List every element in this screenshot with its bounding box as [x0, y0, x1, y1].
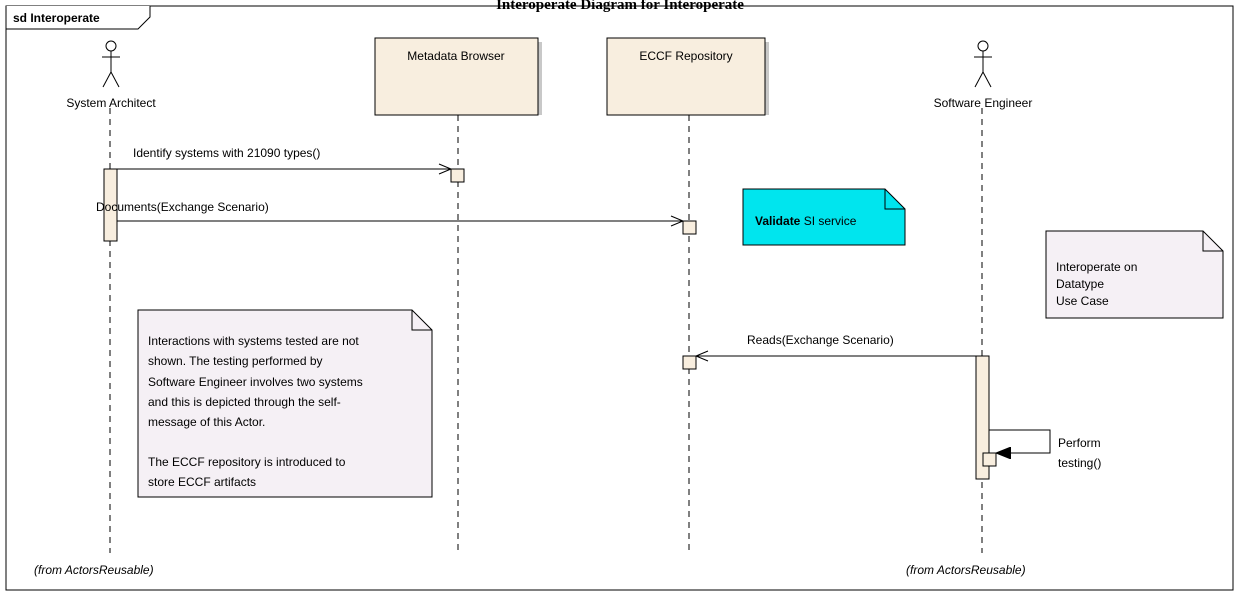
- note-line: and this is depicted through the self-: [148, 395, 341, 409]
- message-label-line1: Perform: [1058, 436, 1101, 450]
- note-line: Datatype: [1056, 277, 1104, 291]
- activation-self-message: [982, 452, 997, 467]
- activation-eccf-repository-1: [682, 220, 697, 235]
- activation-software-engineer: [975, 355, 990, 480]
- note-line: Use Case: [1056, 294, 1109, 308]
- message-identify-systems[interactable]: Identify systems with 21090 types(): [110, 146, 451, 169]
- message-label: Reads(Exchange Scenario): [747, 333, 894, 347]
- note-line: shown. The testing performed by: [148, 354, 323, 368]
- message-reads[interactable]: Reads(Exchange Scenario): [696, 333, 976, 356]
- message-perform-testing[interactable]: Perform testing(): [989, 429, 1101, 470]
- actor-system-architect[interactable]: System Architect: [66, 40, 156, 110]
- message-label: Identify systems with 21090 types(): [133, 146, 320, 160]
- stick-figure-icon: [102, 40, 120, 88]
- frame: [5, 5, 1234, 591]
- actor-name: Software Engineer: [934, 96, 1033, 110]
- object-name: Metadata Browser: [407, 49, 504, 63]
- frame-label-tab: [5, 6, 151, 30]
- note-line: The ECCF repository is introduced to: [148, 455, 346, 469]
- message-documents[interactable]: Documents(Exchange Scenario): [96, 200, 683, 221]
- message-label: Documents(Exchange Scenario): [96, 200, 269, 214]
- note-use-case[interactable]: Interoperate on Datatype Use Case: [1045, 230, 1224, 319]
- note-line: store ECCF artifacts: [148, 475, 256, 489]
- stick-figure-icon: [974, 40, 992, 88]
- note-line: message of this Actor.: [148, 415, 265, 429]
- note-rest: SI service: [800, 214, 856, 228]
- activation-eccf-repository-2: [682, 355, 697, 370]
- actor-software-engineer[interactable]: Software Engineer: [934, 40, 1033, 110]
- note-line: Interoperate on: [1056, 260, 1137, 274]
- note-line: Software Engineer involves two systems: [148, 375, 363, 389]
- actor-name: System Architect: [66, 96, 156, 110]
- note-line: Interactions with systems tested are not: [148, 334, 359, 348]
- actor-origin-software-engineer: (from ActorsReusable): [906, 563, 1026, 577]
- frame-label: sd Interoperate: [13, 11, 100, 25]
- object-eccf-repository[interactable]: ECCF Repository: [606, 37, 769, 116]
- note-interactions[interactable]: Interactions with systems tested are not…: [137, 309, 433, 498]
- note-text: Validate SI service: [755, 214, 857, 228]
- activation-metadata-browser: [450, 168, 465, 183]
- actor-origin-system-architect: (from ActorsReusable): [34, 563, 154, 577]
- message-label-line2: testing(): [1058, 456, 1101, 470]
- note-validate-si-service[interactable]: Validate SI service: [742, 188, 906, 246]
- note-bold: Validate: [755, 214, 801, 228]
- object-name: ECCF Repository: [639, 49, 732, 63]
- object-metadata-browser[interactable]: Metadata Browser: [374, 37, 542, 116]
